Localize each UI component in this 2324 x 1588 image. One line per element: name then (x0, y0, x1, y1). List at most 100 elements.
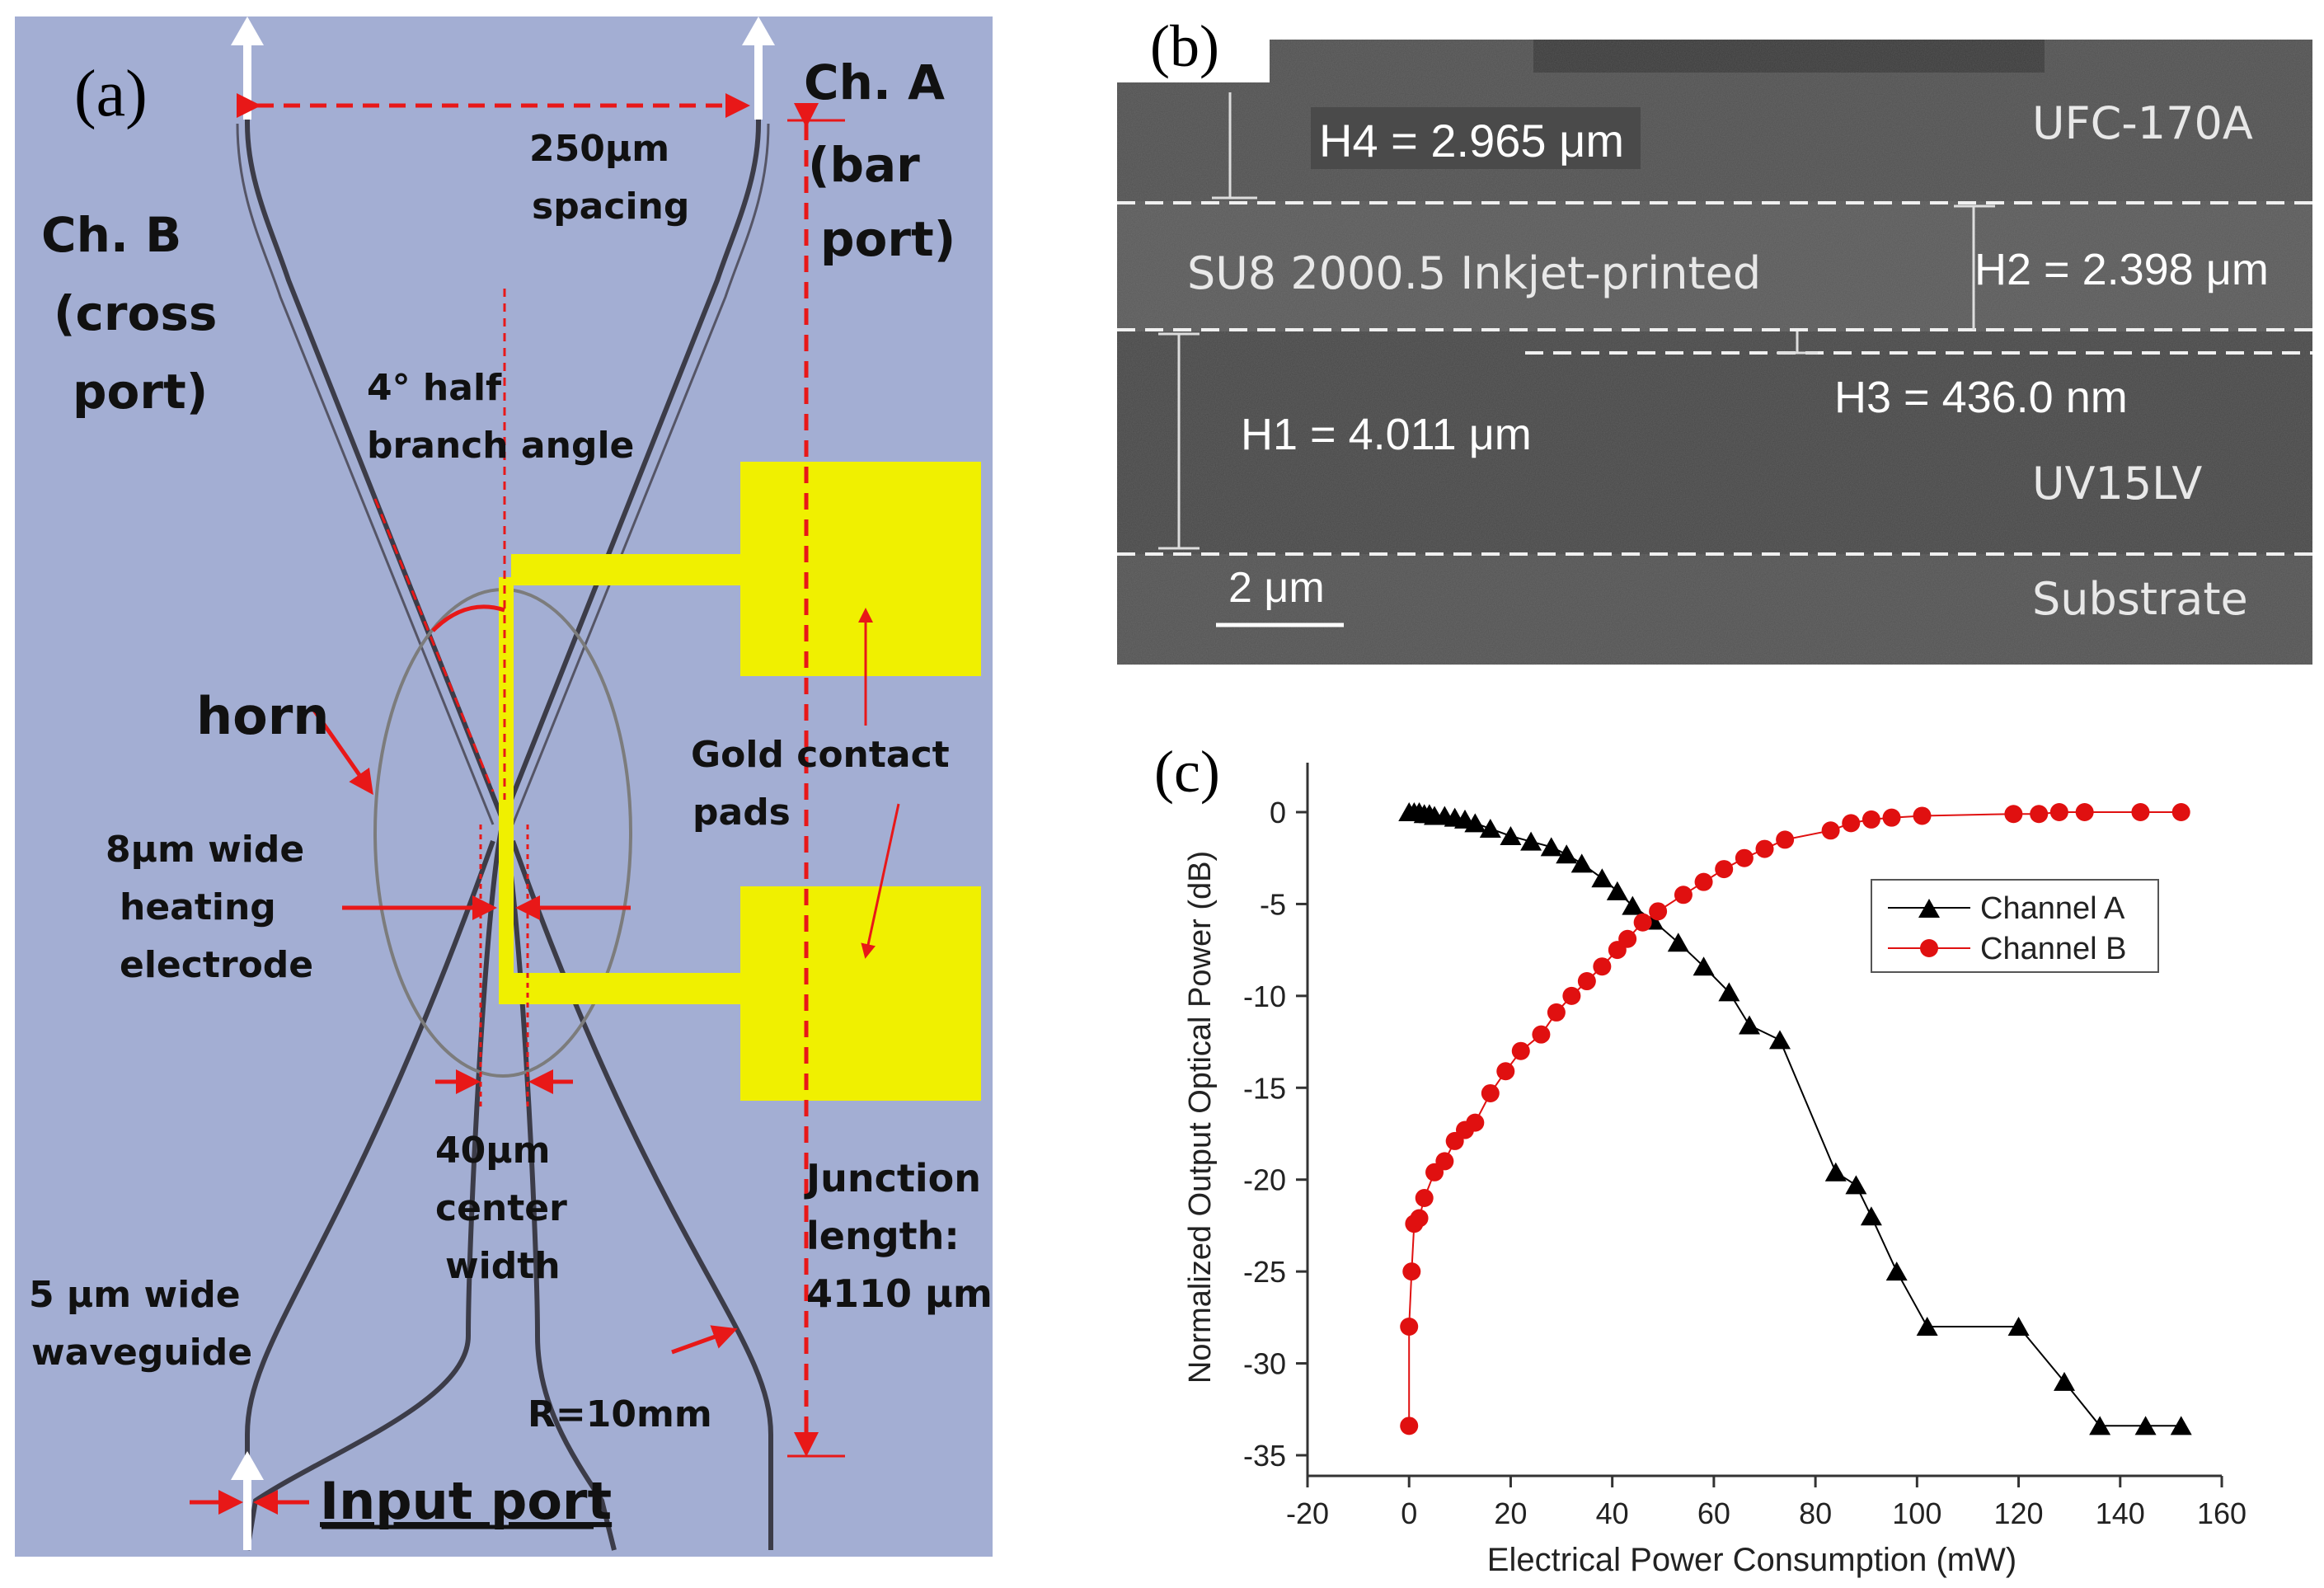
data-point-channel-b (1402, 1262, 1421, 1281)
data-point-channel-a (1739, 1015, 1761, 1035)
data-point-channel-a (1606, 881, 1628, 900)
data-point-channel-b (1862, 810, 1880, 829)
data-point-channel-b (1400, 1318, 1419, 1336)
angle-label-1: 4° half (367, 367, 502, 409)
data-point-channel-a (1667, 933, 1689, 952)
data-point-channel-b (1633, 913, 1652, 932)
layer-core-label: SU8 2000.5 Inkjet-printed (1187, 247, 1761, 299)
y-tick-label: -15 (1243, 1071, 1286, 1105)
data-point-channel-b (2030, 805, 2049, 824)
data-point-channel-b (1466, 1113, 1485, 1132)
center-width-label-3: width (445, 1245, 561, 1287)
branch-angle-arc (431, 604, 505, 632)
h4-label: H4 = 2.965 μm (1319, 115, 1624, 167)
ch-b-label-3: port) (73, 364, 208, 420)
x-tick-label: 20 (1494, 1496, 1527, 1530)
data-point-channel-b (2171, 803, 2190, 821)
input-port-label: Input port (320, 1471, 612, 1531)
data-point-channel-b (1755, 839, 1774, 858)
x-tick-label: 80 (1799, 1496, 1832, 1530)
waveguide-label-1: 5 μm wide (29, 1274, 241, 1316)
panel-b-letter: (b) (1150, 13, 1219, 79)
data-point-channel-b (1618, 929, 1637, 948)
x-tick-label: 140 (2096, 1496, 2145, 1530)
panel-c-letter: (c) (1154, 739, 1220, 805)
data-point-channel-a (1479, 819, 1501, 839)
data-point-channel-a (1464, 813, 1486, 833)
y-tick-label: -35 (1243, 1439, 1286, 1473)
y-ticks: 0-5-10-15-20-25-30-35 (1243, 796, 1308, 1473)
data-point-channel-a (2089, 1416, 2111, 1435)
data-point-channel-a (1520, 831, 1542, 851)
data-point-channel-b (1821, 821, 1840, 840)
data-point-channel-b (1776, 830, 1795, 849)
junction-label-1: Junction (804, 1156, 981, 1200)
data-point-channel-b (1400, 1417, 1419, 1435)
data-point-channel-a (1845, 1175, 1867, 1195)
gold-arrow-bottom (861, 803, 900, 959)
data-point-channel-b (2075, 803, 2094, 821)
data-point-channel-b (2049, 803, 2068, 821)
sem-layer-boundaries (1117, 201, 2312, 556)
data-point-channel-a (1693, 956, 1715, 976)
sem-measure-bars (1158, 92, 1995, 550)
data-point-channel-a (1500, 825, 1522, 845)
legend-marker-a (1918, 899, 1940, 918)
x-tick-label: 100 (1892, 1496, 1941, 1530)
data-point-channel-a (1622, 895, 1644, 915)
data-point-channel-b (1435, 1152, 1454, 1171)
gold-pads-label-2: pads (693, 792, 791, 834)
panel-b-letter-box (1117, 25, 1270, 82)
data-point-channel-b (2004, 805, 2023, 824)
data-point-channel-b (1496, 1062, 1515, 1081)
data-point-channel-b (1481, 1083, 1500, 1102)
angle-label-2: branch angle (367, 425, 634, 467)
junction-label-2: length: (806, 1214, 960, 1258)
layer-bottom-label: UV15LV (2032, 458, 2202, 510)
data-point-channel-b (1674, 886, 1693, 904)
data-point-channel-a (1824, 1162, 1847, 1182)
legend-label-a: Channel A (1980, 891, 2125, 926)
h1-label: H1 = 4.011 μm (1241, 410, 1532, 459)
data-point-channel-a (2134, 1416, 2157, 1435)
x-tick-label: -20 (1286, 1496, 1329, 1530)
data-point-channel-b (1547, 1003, 1566, 1022)
h4-label-backdrop (1311, 107, 1641, 169)
heater-label-2: heating (120, 886, 276, 928)
x-tick-label: 60 (1697, 1496, 1730, 1530)
ch-b-label-2: (cross (54, 285, 217, 341)
data-point-channel-a (1718, 982, 1740, 1002)
panel-b: (b) H4 = 2.965 μm UFC-170A SU8 2000.5 In… (1117, 13, 2312, 665)
data-point-channel-b (1562, 986, 1581, 1005)
data-point-channel-a (1591, 868, 1613, 888)
scale-bar-label: 2 μm (1228, 564, 1325, 612)
data-point-channel-a (2170, 1416, 2192, 1435)
substrate-label: Substrate (2032, 573, 2248, 625)
data-point-channel-b (1735, 848, 1754, 867)
data-point-channel-b (1593, 957, 1612, 976)
data-point-channel-b (1511, 1041, 1530, 1060)
data-point-channel-b (1694, 872, 1713, 891)
data-point-channel-a (1860, 1206, 1882, 1226)
junction-label-3: 4110 μm (806, 1271, 993, 1316)
panel-a-letter: (a) (74, 58, 148, 130)
bottom-lead (511, 973, 742, 1004)
chart-frame (1306, 763, 2222, 1478)
y-axis-title: Normalized Output Optical Power (dB) (1183, 851, 1218, 1384)
y-tick-label: -25 (1243, 1255, 1286, 1289)
data-point-channel-a (1916, 1317, 1938, 1336)
y-tick-label: -10 (1243, 980, 1286, 1013)
ch-a-label-3: port) (820, 211, 955, 267)
data-point-channel-b (1577, 972, 1596, 991)
data-point-channel-b (1410, 1209, 1429, 1228)
data-point-channel-b (1649, 902, 1668, 921)
data-point-channel-a (1768, 1030, 1791, 1050)
radius-arrow (671, 1325, 738, 1355)
y-tick-label: 0 (1270, 796, 1286, 829)
x-tick-label: 40 (1596, 1496, 1629, 1530)
horn-arrow (311, 707, 373, 796)
waveguide-label-2: waveguide (31, 1332, 252, 1374)
x-axis-title: Electrical Power Consumption (mW) (1487, 1542, 2016, 1578)
dimension-annotations (190, 93, 900, 1515)
data-point-channel-b (1842, 814, 1861, 833)
